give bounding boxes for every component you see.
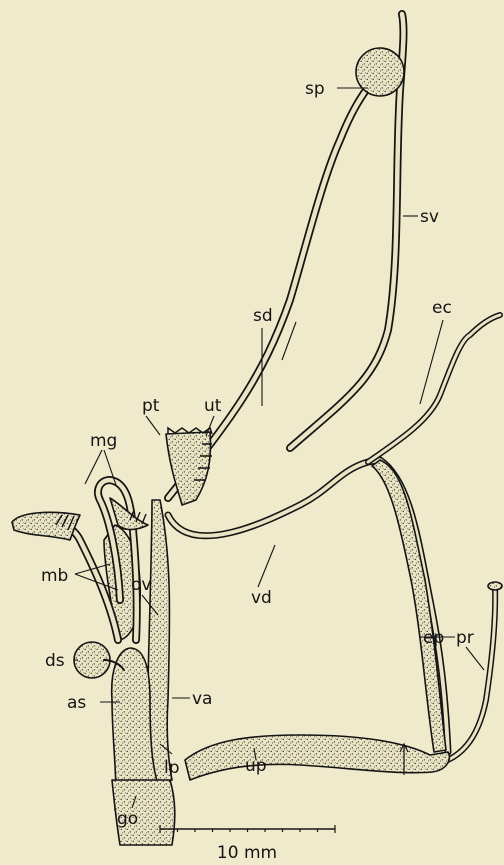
label-go: go (117, 809, 138, 829)
label-sv: sv (420, 207, 439, 227)
label-ov: ov (131, 575, 151, 595)
scale-bar: 10 mm (160, 825, 335, 863)
label-mg: mg (90, 431, 117, 451)
epiphallus-penis (185, 735, 449, 780)
label-vd: vd (251, 588, 272, 608)
label-as: as (67, 693, 86, 713)
label-pr: pr (456, 628, 474, 648)
label-sd: sd (253, 306, 273, 326)
scale-bar-label: 10 mm (217, 843, 277, 863)
label-ec: ec (432, 298, 452, 318)
label-up: up (245, 756, 267, 776)
label-va: va (192, 689, 212, 709)
label-sp: sp (305, 79, 325, 99)
spermatheca (356, 48, 404, 96)
label-ut: ut (204, 396, 222, 416)
retractor-end (488, 582, 502, 590)
label-ep: ep (423, 628, 444, 648)
label-ds: ds (45, 651, 65, 671)
label-pt: pt (142, 396, 160, 416)
label-lp: lp (164, 758, 180, 778)
label-mb: mb (41, 566, 68, 586)
